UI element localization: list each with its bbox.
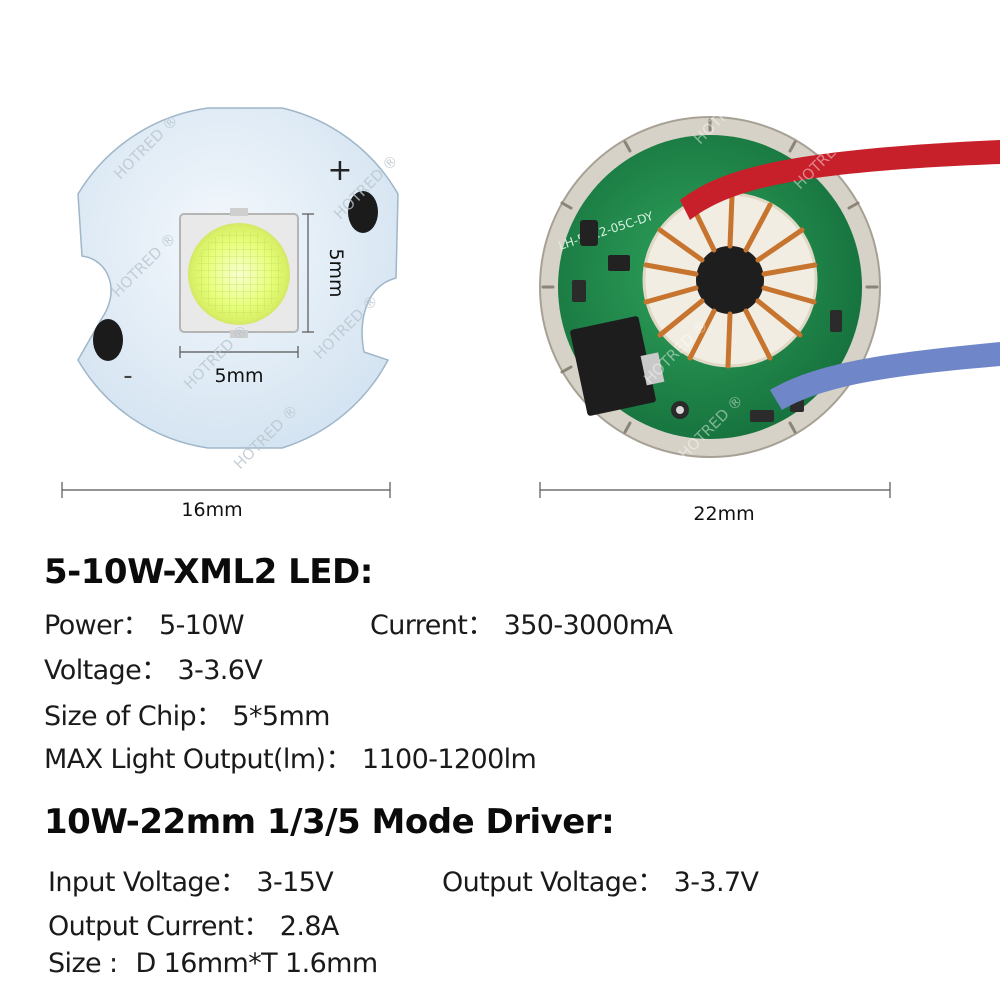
copper-windings [643, 193, 818, 369]
driver-specs-heading: 10W-22mm 1/3/5 Mode Driver: [44, 802, 615, 842]
led-specs-heading: 5-10W-XML2 LED: [44, 552, 373, 592]
spec-label: Current： [370, 610, 494, 641]
positive-pad [348, 191, 378, 233]
plus-sign: + [327, 153, 352, 188]
spec-value: 5*5mm [232, 701, 330, 732]
led-board-width-label: 16mm [181, 499, 242, 521]
driver-board-figure: LH-5022-05C-DY [520, 60, 1000, 530]
minus-sign: - [123, 361, 132, 391]
spec-value: 3-3.7V [673, 867, 759, 898]
led-current-spec: Current： 350-3000mA [370, 603, 673, 642]
spec-value: 3-15V [256, 867, 334, 898]
spec-value: D 16mm*T 1.6mm [135, 948, 379, 979]
driver-board-width-label: 22mm [693, 503, 754, 525]
chip-width-label: 5mm [214, 365, 263, 387]
spec-value: 350-3000mA [503, 610, 673, 641]
spec-label: MAX Light Output(lm)： [44, 744, 352, 775]
led-board-drawing: + - 5mm 5mm HOTRED ® HOTRED ® HOTRED ® H… [61, 107, 402, 521]
led-chip-size-spec: Size of Chip： 5*5mm [44, 694, 330, 733]
spec-label: Size : [48, 948, 126, 979]
spec-value: 5-10W [159, 610, 245, 641]
spec-label: Size of Chip： [44, 701, 223, 732]
positive-wire [680, 140, 1000, 220]
spec-value: 1100-1200lm [361, 744, 537, 775]
driver-output-voltage-spec: Output Voltage： 3-3.7V [442, 860, 759, 899]
negative-wire [770, 342, 1000, 410]
led-voltage-spec: Voltage： 3-3.6V [44, 648, 263, 687]
led-light-output-spec: MAX Light Output(lm)： 1100-1200lm [44, 737, 537, 776]
mosfet-chip [570, 316, 656, 416]
spec-label: Voltage： [44, 655, 168, 686]
led-power-spec: Power： 5-10W [44, 603, 245, 642]
negative-pad [93, 319, 123, 361]
driver-size-spec: Size : D 16mm*T 1.6mm [48, 948, 378, 979]
spec-value: 2.8A [279, 911, 340, 942]
spec-label: Input Voltage： [48, 867, 247, 898]
driver-output-current-spec: Output Current： 2.8A [48, 904, 339, 943]
chip-height-label: 5mm [325, 248, 347, 297]
led-board-figure: + - 5mm 5mm HOTRED ® HOTRED ® HOTRED ® H… [40, 60, 440, 530]
driver-input-voltage-spec: Input Voltage： 3-15V [48, 860, 334, 899]
driver-board-drawing: LH-5022-05C-DY [539, 76, 1000, 525]
spec-value: 3-3.6V [177, 655, 263, 686]
spec-label: Output Voltage： [442, 867, 664, 898]
spec-label: Output Current： [48, 911, 270, 942]
spec-label: Power： [44, 610, 150, 641]
